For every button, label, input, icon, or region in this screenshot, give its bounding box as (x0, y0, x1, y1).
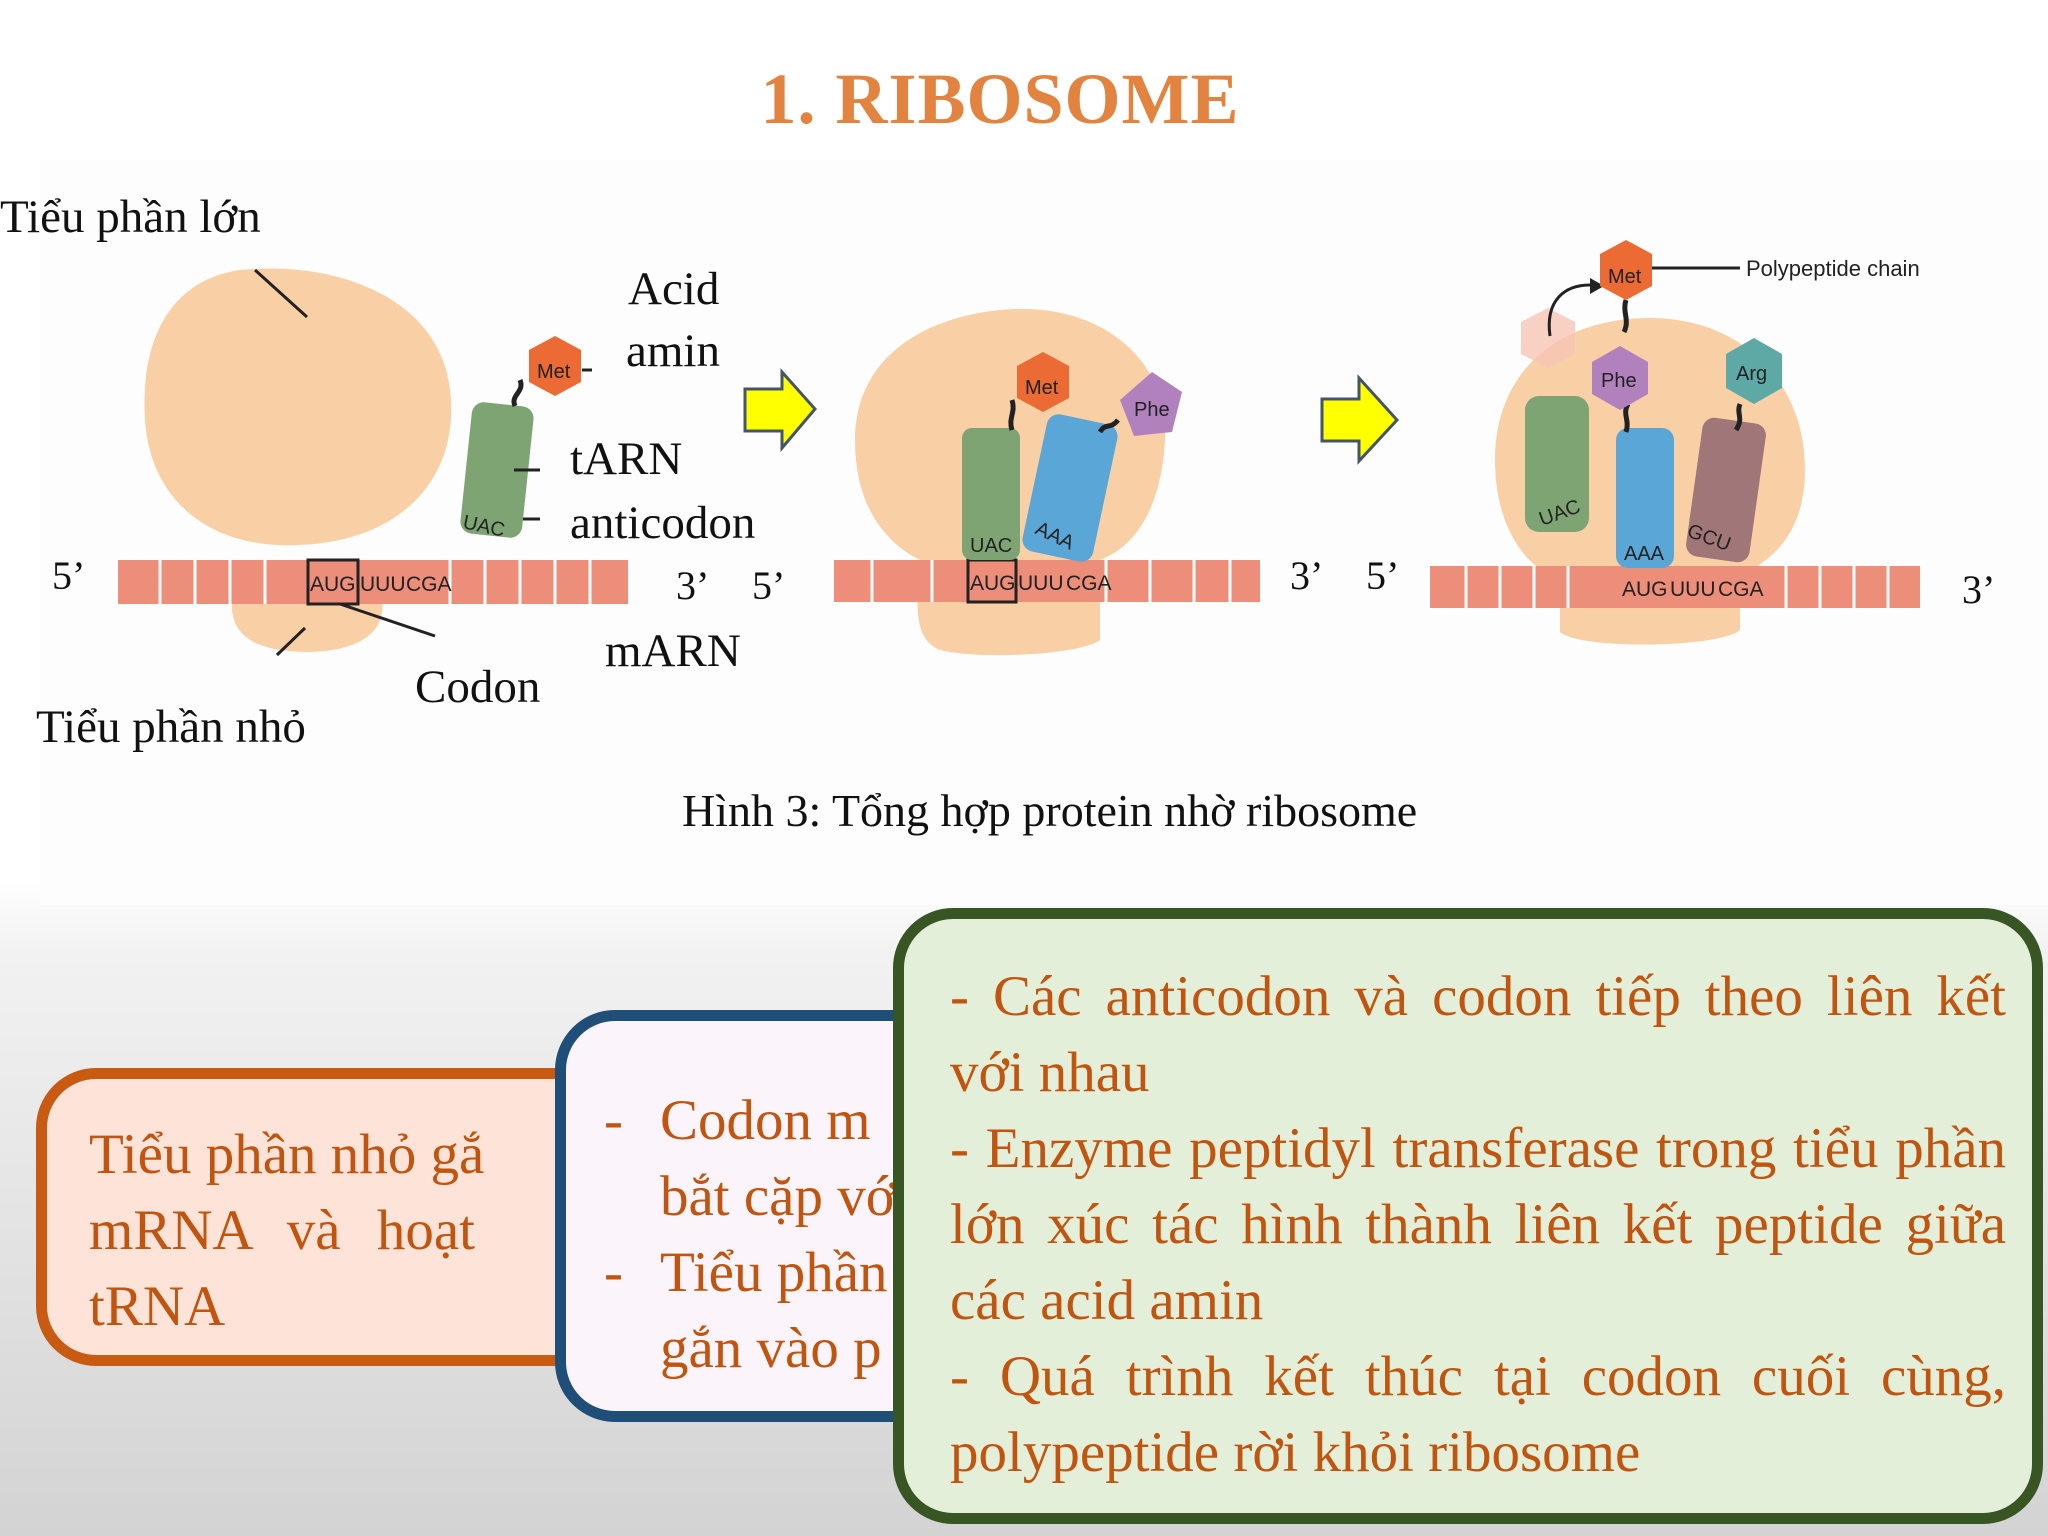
trna-green (460, 402, 534, 538)
release-arrow (1547, 283, 1591, 337)
five-prime-label-2: 5’ (752, 563, 786, 608)
stage2-codon-2: UUU (1018, 572, 1064, 595)
amino-acid-label-line1: Acid (628, 263, 720, 315)
stage3-trna2-anticodon: AAA (1624, 543, 1665, 565)
arg-hexagon (1726, 338, 1782, 404)
amino-acid-label-line2: amin (626, 325, 720, 377)
page-title: 1. RIBOSOME (760, 59, 1240, 139)
release-arrowhead (1590, 278, 1604, 294)
stage3-codon-3: CGA (1718, 578, 1764, 601)
stage2-trna1-anticodon: UAC (970, 535, 1012, 557)
stage3-trna-blue (1616, 428, 1674, 568)
stage3-link-3 (1733, 403, 1743, 432)
stage1-codon-3: CGA (406, 573, 452, 596)
stage3-met-label: Met (1608, 266, 1642, 288)
five-prime-label-1: 5’ (52, 553, 86, 598)
stage-1: AUG UUU CGA UAC Met (118, 268, 628, 657)
step-2-line: Tiểu phần (660, 1241, 888, 1304)
right-arrow-1 (743, 368, 817, 453)
polypeptide-chain-label: Polypeptide chain (1746, 256, 1920, 281)
mrna-strand-2 (834, 560, 1260, 602)
stage3-phe-hexagon (1592, 346, 1648, 410)
stage3-link-2 (1623, 402, 1631, 433)
arg-label: Arg (1736, 363, 1767, 385)
stage-3: AUG UUU CGA UAC AAA GCU Met Polypeptide … (1430, 240, 1920, 645)
step-1-line: Tiểu phần nhỏ gắ (89, 1123, 485, 1186)
released-amino-acid (1521, 308, 1575, 368)
small-subunit-pointer (275, 626, 307, 657)
stage3-phe-label: Phe (1601, 370, 1637, 392)
figure-caption: Hình 3: Tổng hợp protein nhờ ribosome (682, 785, 1418, 836)
codon-pointer (339, 602, 436, 638)
stage3-trna-mauve (1686, 417, 1766, 563)
phe-label: Phe (1134, 399, 1170, 421)
codon-box (306, 558, 360, 606)
stage-2: AUG UUU CGA UAC AAA Met Phe (834, 308, 1260, 656)
three-prime-label-1: 3’ (676, 563, 710, 608)
large-subunit-label: Tiểu phần lớn (0, 191, 261, 243)
stage3-codon-1: AUG (1622, 578, 1668, 601)
step-1-line: tRNA (89, 1275, 226, 1338)
stage2-codon-1: AUG (970, 572, 1016, 595)
stage2-trna-blue (1022, 414, 1118, 562)
step-2-item: - Codon m bắt cặp vớ (604, 1089, 896, 1228)
step-2-line: gắn vào p (660, 1317, 882, 1380)
mrna-strand-1 (118, 560, 628, 604)
stage2-codon-3: CGA (1066, 572, 1112, 595)
codon-label: Codon (415, 661, 541, 713)
stage3-codon-2: UUU (1670, 578, 1716, 601)
stage1-codon-2: UUU (360, 573, 406, 596)
step-1-line: mRNA và hoạt (89, 1199, 475, 1262)
stage1-codon-1: AUG (310, 573, 356, 596)
ribosome-diagram: AUG UUU CGA UAC Met AUG UUU CGA UAC AAA (118, 240, 1920, 657)
stage2-trna-green (962, 428, 1020, 560)
step-3-item: - Quá trình kết thúc tại codon cuối cùng… (950, 1345, 2006, 1484)
step-2-line: Codon m (660, 1089, 871, 1152)
stage2-met-label: Met (1025, 377, 1059, 399)
stage3-met-hexagon (1600, 240, 1652, 300)
step-3-box: - Các anticodon và codon tiếp theo liên … (893, 908, 2043, 1524)
stage3-trna-green (1525, 396, 1589, 532)
step-3-item: - Enzyme peptidyl transferase trong tiểu… (950, 1117, 2006, 1332)
marn-label: mARN (605, 625, 741, 677)
right-arrow-2 (1320, 374, 1400, 465)
three-prime-label-3: 3’ (1962, 567, 1996, 612)
step-3-item: - Các anticodon và codon tiếp theo liên … (950, 965, 2006, 1104)
trna-label: tARN (570, 433, 683, 485)
stage2-link-2 (1097, 418, 1120, 434)
stage2-link-1 (1008, 399, 1016, 431)
large-subunit-shape (144, 268, 452, 546)
met-hexagon (529, 336, 581, 396)
stage2-met-hexagon (1017, 352, 1069, 412)
step-2-line: bắt cặp vớ (660, 1165, 896, 1228)
five-prime-label-3: 5’ (1366, 553, 1400, 598)
step-2-item: - Tiểu phần gắn vào p (604, 1241, 888, 1380)
phe-pentagon (1120, 372, 1182, 436)
trna-link (511, 379, 524, 408)
large-subunit-pointer (253, 268, 309, 319)
three-prime-label-2: 3’ (1290, 553, 1324, 598)
small-subunit-label: Tiểu phần nhỏ (36, 701, 306, 753)
mrna-strand-3 (1430, 566, 1920, 608)
met-label: Met (537, 361, 571, 383)
stage3-link-1 (1621, 299, 1629, 334)
anticodon-label: anticodon (570, 497, 756, 549)
